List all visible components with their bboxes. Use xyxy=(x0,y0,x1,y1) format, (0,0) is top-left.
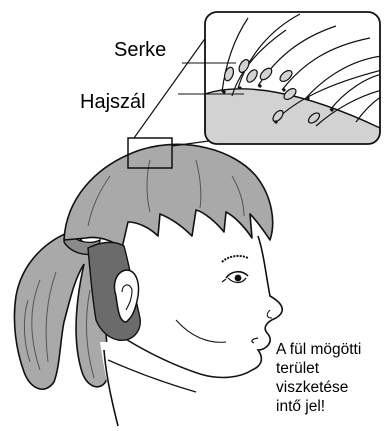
warning-note-line: viszketése xyxy=(276,378,361,397)
warning-note-line: terület xyxy=(276,359,361,378)
zoom-inset xyxy=(205,12,382,150)
hair-strand-label: Hajszál xyxy=(80,92,146,112)
warning-note: A fül mögötti terület viszketése intő je… xyxy=(276,340,361,416)
warning-note-line: intő jel! xyxy=(276,397,361,416)
warning-note-line: A fül mögötti xyxy=(276,340,361,359)
nit-label: Serke xyxy=(114,40,166,60)
